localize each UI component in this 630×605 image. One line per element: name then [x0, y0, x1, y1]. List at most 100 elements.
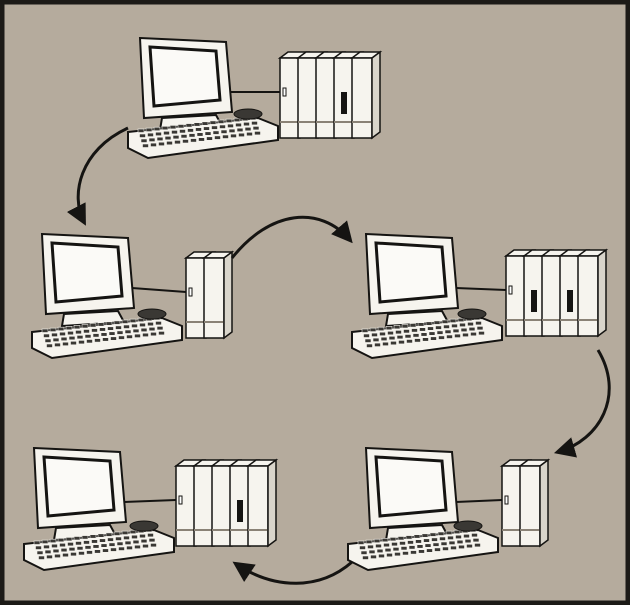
keyboard-key [87, 551, 93, 555]
keyboard-key [443, 547, 449, 551]
keyboard-key [61, 337, 67, 341]
keyboard-key [404, 330, 410, 334]
keyboard-key [377, 549, 383, 553]
keyboard-key [196, 128, 202, 132]
keyboard-key [458, 318, 464, 322]
keyboard-key [423, 338, 429, 342]
keyboard-key [231, 134, 237, 138]
keyboard-key [417, 545, 423, 549]
keyboard-key [460, 323, 466, 327]
keyboard-key [164, 131, 170, 135]
keyboard-key [119, 336, 125, 340]
keyboard-key [383, 342, 389, 346]
mouse [234, 109, 262, 119]
drive-cabinet-side [268, 460, 276, 546]
keyboard-key [79, 552, 85, 556]
keyboard-key [479, 331, 485, 335]
keyboard-key [98, 323, 104, 327]
keyboard-key [476, 321, 482, 325]
keyboard-key [477, 326, 483, 330]
keyboard-key [63, 342, 69, 346]
keyboard-key [464, 534, 470, 538]
keyboard-key [116, 326, 122, 330]
drive-cabinet [280, 58, 300, 138]
keyboard-key [77, 547, 83, 551]
drive-cabinet-group [506, 250, 606, 336]
keyboard-key [395, 552, 401, 556]
keyboard-key [365, 339, 371, 343]
keyboard-key [173, 135, 179, 139]
keyboard-key [50, 539, 56, 543]
keyboard-key [437, 331, 443, 335]
keyboard-key [74, 537, 80, 541]
keyboard-key [37, 551, 43, 555]
keyboard-key [189, 134, 195, 138]
keyboard-key [427, 549, 433, 553]
keyboard-key [138, 129, 144, 133]
keyboard-key [58, 327, 64, 331]
keyboard-key [220, 125, 226, 129]
keyboard-key [378, 327, 384, 331]
keyboard-key [93, 334, 99, 338]
keyboard-key [422, 534, 428, 538]
keyboard-key [239, 133, 245, 137]
keyboard-key [143, 333, 149, 337]
mouse [138, 309, 166, 319]
keyboard-key [74, 325, 80, 329]
keyboard-key [178, 125, 184, 129]
keyboard-key [465, 539, 471, 543]
keyboard-key [401, 547, 407, 551]
keyboard-key [117, 331, 123, 335]
keyboard-key [453, 329, 459, 333]
keyboard-key [403, 552, 409, 556]
keyboard-key [426, 322, 432, 326]
keyboard-key [85, 335, 91, 339]
keyboard-key [452, 324, 458, 328]
keyboard-key [101, 333, 107, 337]
keyboard-key [194, 123, 200, 127]
keyboard-key [431, 337, 437, 341]
keyboard-key [55, 554, 61, 558]
keyboard-key [363, 556, 369, 560]
keyboard-key [387, 553, 393, 557]
keyboard-key [367, 344, 373, 348]
keyboard-key [229, 129, 235, 133]
keyboard-key [445, 330, 451, 334]
mouse [458, 309, 486, 319]
keyboard-key [143, 544, 149, 548]
keyboard-key [215, 136, 221, 140]
keyboard-key [140, 134, 146, 138]
keyboard-key [117, 542, 123, 546]
keyboard-key [119, 547, 125, 551]
keyboard-key [368, 545, 374, 549]
keyboard-key [362, 329, 368, 333]
keyboard-key [413, 334, 419, 338]
keyboard-key [130, 530, 136, 534]
keyboard-key [151, 543, 157, 547]
keyboard-key [213, 131, 219, 135]
keyboard-key [410, 324, 416, 328]
keyboard-key [90, 324, 96, 328]
keyboard-key [141, 139, 147, 143]
keyboard-key [419, 550, 425, 554]
keyboard-key [69, 547, 75, 551]
keyboard-key [175, 140, 181, 144]
keyboard-key [93, 545, 99, 549]
monitor-screen [52, 243, 122, 302]
keyboard-key [141, 539, 147, 543]
keyboard-key [370, 328, 376, 332]
keyboard-key [127, 335, 133, 339]
keyboard-key [376, 544, 382, 548]
keyboard-key [411, 551, 417, 555]
keyboard-key [114, 532, 120, 536]
keyboard-key [441, 542, 447, 546]
keyboard-key [159, 331, 165, 335]
keyboard-key [45, 339, 51, 343]
keyboard-key [106, 322, 112, 326]
keyboard-key [236, 123, 242, 127]
keyboard-key [92, 540, 98, 544]
keyboard-key [450, 319, 456, 323]
keyboard-key [428, 327, 434, 331]
drive-cabinet-side [372, 52, 380, 138]
